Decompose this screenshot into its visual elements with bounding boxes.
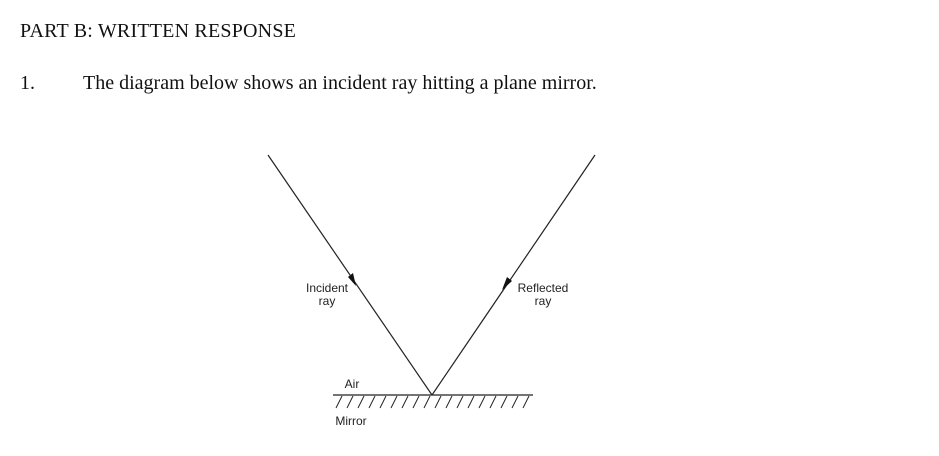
reflected-label-line1: Reflected [518,281,569,295]
question-number: 1. [20,72,35,94]
incident-label-line1: Incident [306,281,349,295]
air-label: Air [345,377,360,391]
incident-ray [267,154,433,396]
mirror-hatching [335,395,530,409]
section-heading: PART B: WRITTEN RESPONSE [20,20,297,42]
question-text: The diagram below shows an incident ray … [83,72,597,94]
incident-label-line2: ray [319,294,336,308]
reflected-ray [431,154,596,396]
incident-ray-arrowhead [348,273,356,286]
reflected-label-line2: ray [535,294,552,308]
reflected-ray-arrowhead [502,277,512,290]
mirror-label: Mirror [335,414,366,428]
